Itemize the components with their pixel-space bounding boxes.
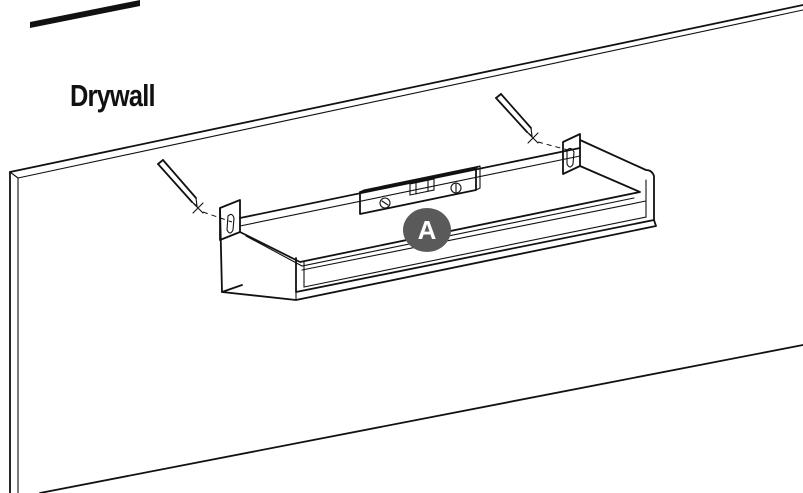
- shelf-bracket: [219, 133, 657, 301]
- spirit-level: [359, 165, 481, 215]
- wall-label: Drywall: [70, 78, 156, 113]
- part-callout-label: A: [417, 215, 437, 245]
- right-mark: [527, 132, 569, 151]
- right-pencil: [495, 93, 533, 138]
- callout-disc: [403, 208, 451, 252]
- header-stroke: [30, 0, 140, 28]
- drywall-panel: [9, 4, 803, 493]
- left-mark: [192, 202, 233, 223]
- left-pencil: [157, 159, 198, 208]
